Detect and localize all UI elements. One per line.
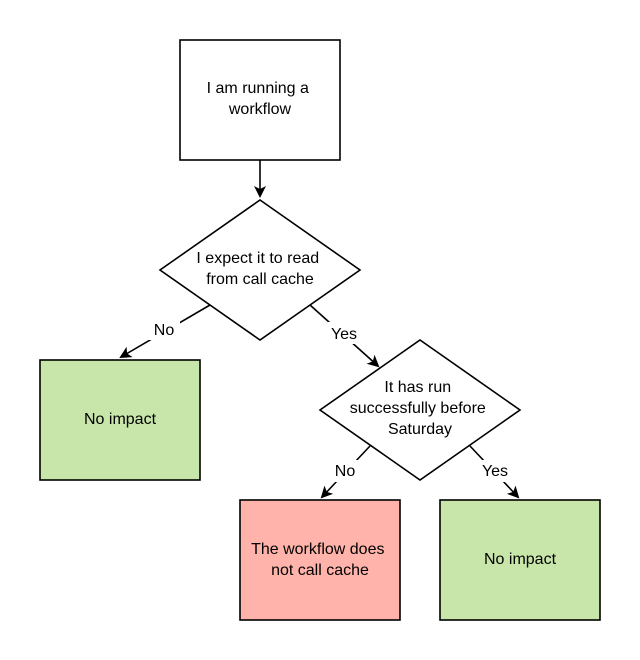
node-no-impact-right: No impact: [439, 499, 601, 621]
edge-labels: No Yes No Yes: [148, 318, 514, 482]
expect-cache-text-line-2: from call cache: [206, 271, 314, 288]
svg-text:I expect it to read from: I expect it to read from call cache: [196, 250, 323, 288]
svg-text:It has run successfully: It has run successfully before Saturday: [350, 379, 491, 438]
ran-before-text-line-1: It has run: [384, 379, 451, 396]
node-start: I am running a workflow: [179, 39, 341, 161]
node-no-call-cache: The workflow does not call cache: [239, 499, 401, 621]
no-impact-left-text: No impact: [84, 411, 157, 428]
node-ran-before: It has run successfully before Saturday: [318, 339, 522, 481]
no-impact-right-box: [439, 499, 601, 621]
svg-text:No impact: No impact: [484, 551, 557, 568]
no-call-cache-text-line-2: not call cache: [271, 562, 369, 579]
start-text-line-2: workflow: [228, 101, 292, 118]
no-call-cache-box: [239, 499, 401, 621]
no-impact-left-box: [39, 359, 201, 481]
expect-cache-decision: [158, 199, 362, 341]
ran-before-decision: [318, 339, 522, 481]
edge-label-expect-no: No: [154, 322, 175, 339]
node-expect-cache: I expect it to read from call cache: [158, 199, 362, 341]
edge-label-ran-no: No: [335, 463, 356, 480]
node-no-impact-left: No impact: [39, 359, 201, 481]
ran-before-text-line-3: Saturday: [388, 421, 452, 438]
svg-text:No impact: No impact: [84, 411, 157, 428]
start-text-line-1: I am running a: [207, 80, 309, 97]
edge-label-expect-yes: Yes: [331, 326, 357, 343]
start-box: [179, 39, 341, 161]
expect-cache-text-line-1: I expect it to read: [196, 250, 319, 267]
no-impact-right-text: No impact: [484, 551, 557, 568]
svg-text:The workflow does not ca: The workflow does not call cache: [251, 541, 389, 579]
no-call-cache-text-line-1: The workflow does: [251, 541, 384, 558]
ran-before-text-line-2: successfully before: [350, 400, 486, 417]
edge-label-ran-yes: Yes: [482, 463, 508, 480]
svg-text:I am running a workflow: I am running a workflow: [207, 80, 314, 118]
